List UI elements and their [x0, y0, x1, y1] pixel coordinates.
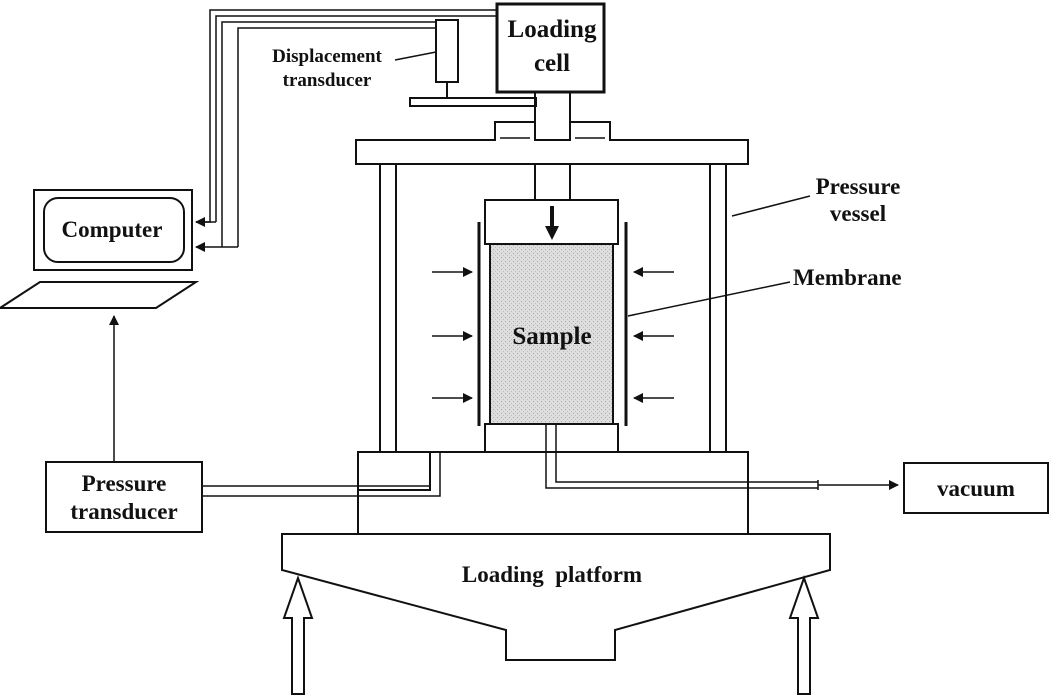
loading-cell-label-line2: cell: [534, 50, 570, 77]
vacuum-label: vacuum: [937, 476, 1015, 501]
membrane: Membrane: [477, 222, 902, 426]
pressure-vessel-walls: [379, 164, 727, 452]
loading-cell: Loading cell: [495, 2, 606, 94]
confining-pressure-arrows: [432, 267, 674, 403]
pressure-line: [202, 452, 441, 497]
computer: Computer: [0, 189, 200, 309]
vessel-base: [357, 451, 749, 535]
displacement-transducer: Displacement transducer: [272, 19, 537, 107]
vacuum-line: [545, 424, 899, 490]
pressure-transducer-label-line1: Pressure: [82, 471, 167, 496]
signal-wires: [195, 9, 497, 252]
sample: Sample: [489, 243, 614, 425]
pressure-transducer-label-line2: transducer: [70, 499, 177, 524]
displacement-transducer-label-line2: transducer: [283, 70, 372, 91]
vacuum-box: vacuum: [903, 462, 1049, 514]
top-platen: [484, 199, 619, 245]
pressure-vessel-label-line1: Pressure: [816, 174, 901, 199]
bottom-platen: [484, 423, 619, 453]
sample-label: Sample: [512, 323, 591, 350]
pressure-transducer: Pressure transducer: [45, 315, 203, 533]
loading-platform-label: Loading platform: [462, 562, 642, 587]
computer-keyboard: [0, 281, 200, 309]
membrane-label: Membrane: [793, 265, 902, 290]
computer-label: Computer: [62, 217, 163, 242]
loading-cell-label-line1: Loading: [508, 16, 597, 43]
displacement-transducer-label-line1: Displacement: [272, 46, 382, 67]
hollow-push-arrows: [282, 574, 820, 695]
vessel-top-cap: [355, 121, 749, 165]
loading-platform: Loading platform: [281, 533, 831, 661]
pressure-vessel-label-line2: vessel: [830, 201, 886, 226]
